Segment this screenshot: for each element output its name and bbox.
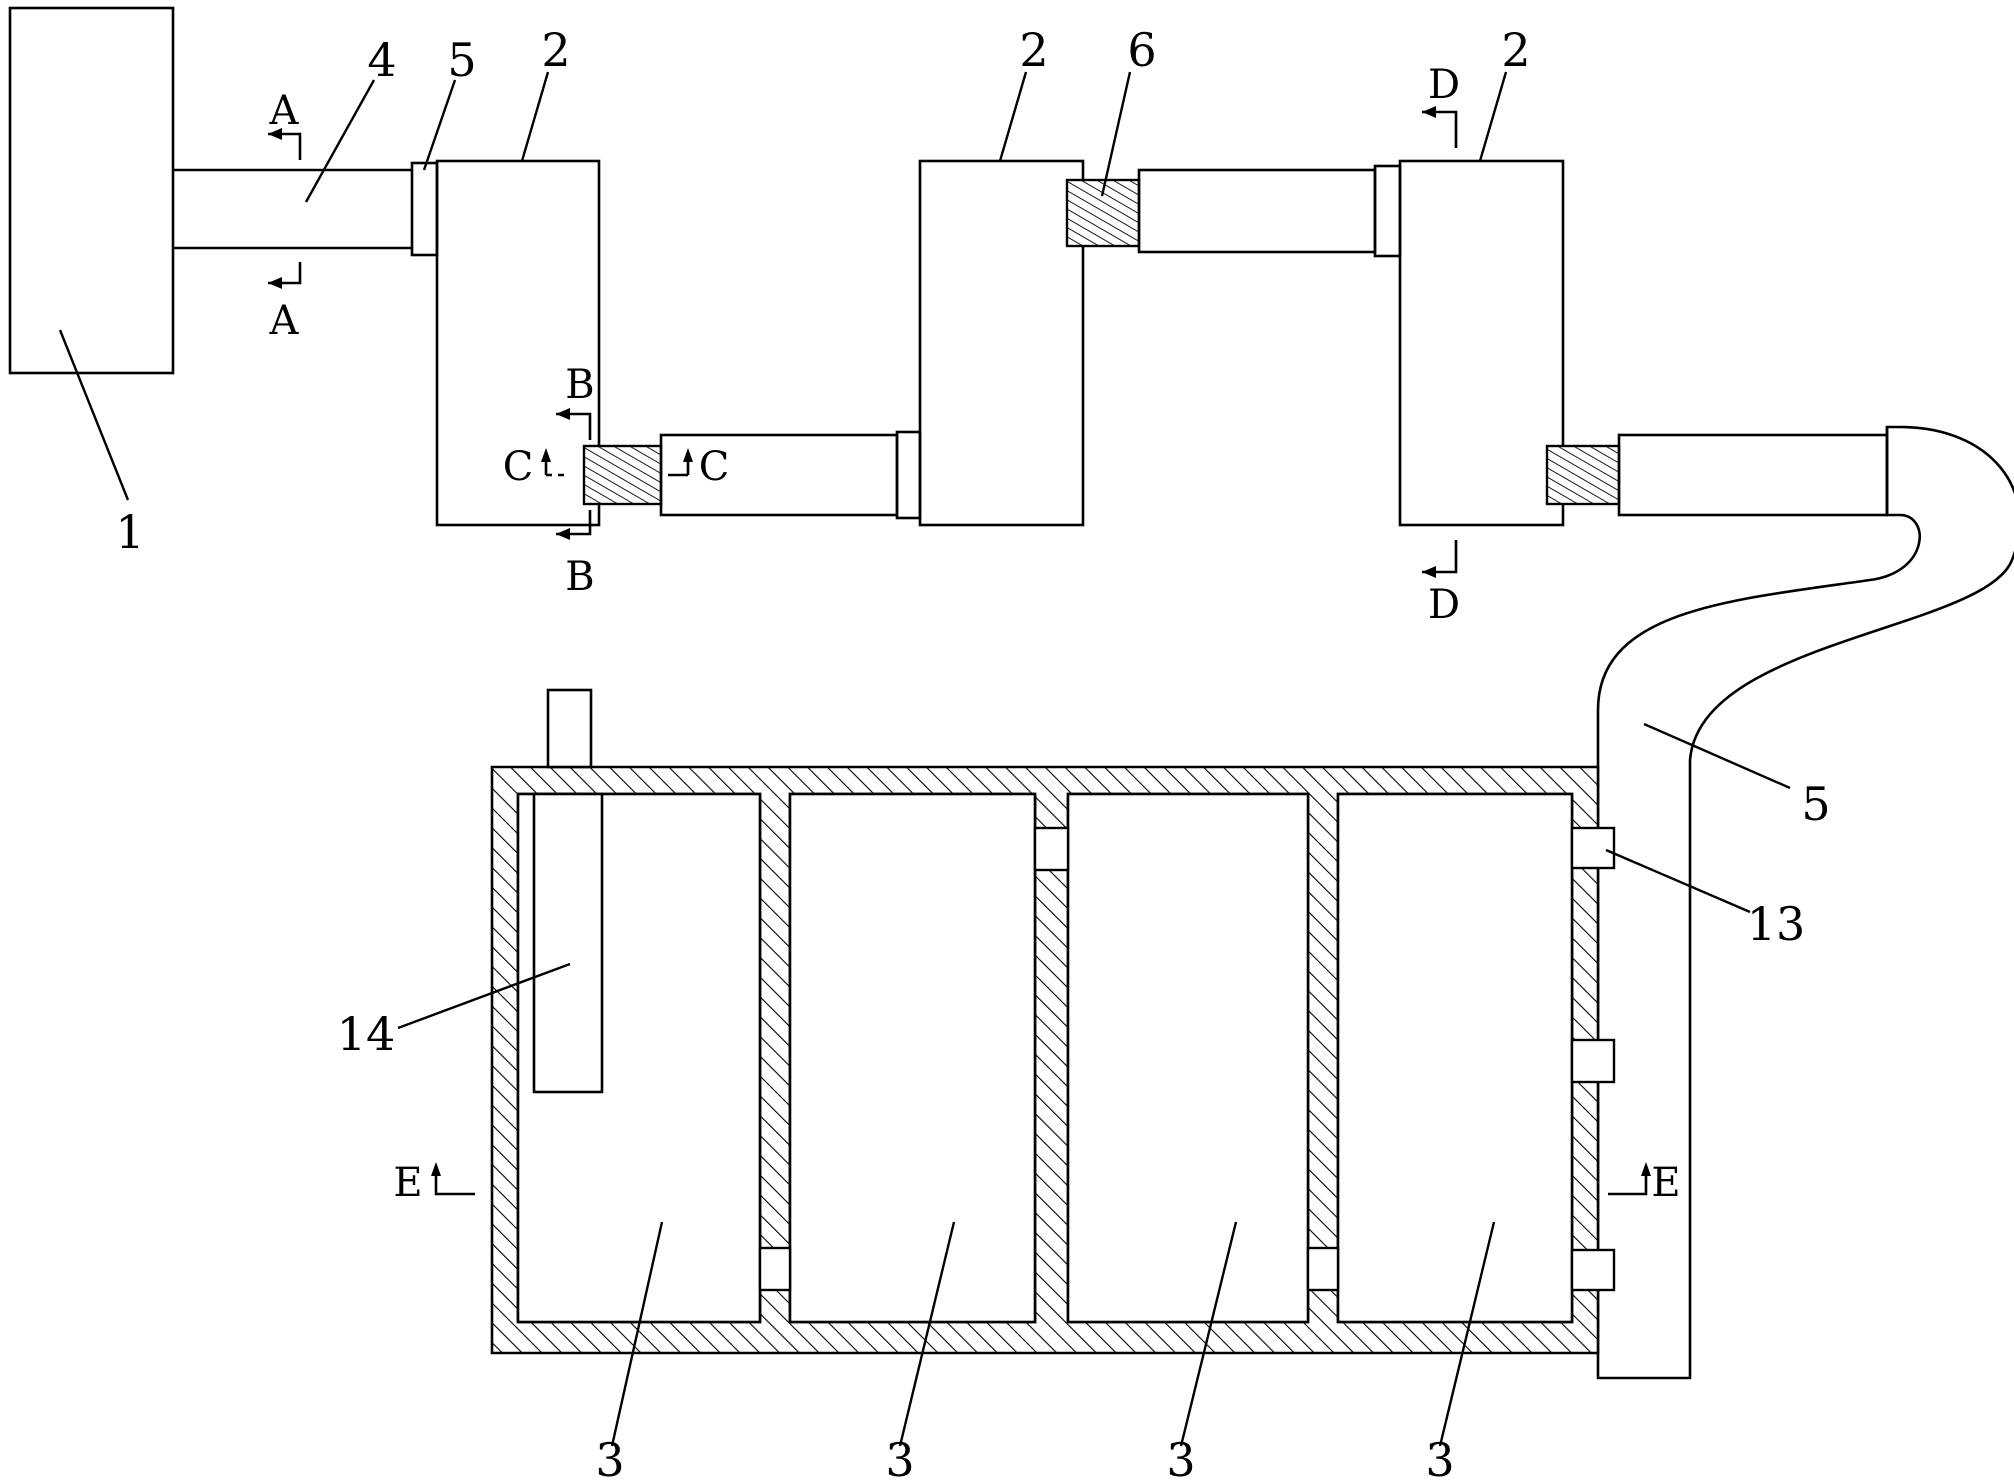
label-6: 6 bbox=[1127, 23, 1156, 77]
pipe-upper-middle bbox=[1137, 168, 1377, 254]
label-2-right: 2 bbox=[1501, 23, 1530, 77]
pipe-lower-left bbox=[659, 433, 899, 517]
leader-4 bbox=[304, 79, 376, 203]
leader-2-middle bbox=[998, 71, 1028, 162]
leader-2-right bbox=[1478, 71, 1508, 162]
section-a-top: A bbox=[269, 88, 300, 134]
leader-3-d bbox=[1438, 1221, 1496, 1447]
leader-5-top bbox=[422, 79, 457, 171]
port-13-a bbox=[1570, 826, 1616, 870]
compartment-3-c bbox=[1066, 792, 1310, 1324]
leader-6 bbox=[1100, 71, 1132, 197]
section-b-bottom: B bbox=[565, 554, 594, 600]
unit-2-middle bbox=[918, 159, 1085, 527]
section-d-top: D bbox=[1428, 62, 1460, 108]
section-c-right: C bbox=[699, 444, 730, 490]
opening-2 bbox=[1033, 826, 1070, 872]
label-2-left: 2 bbox=[541, 23, 570, 77]
label-3-d: 3 bbox=[1425, 1433, 1454, 1480]
compartment-3-d bbox=[1336, 792, 1574, 1324]
label-5-top: 5 bbox=[447, 33, 476, 87]
section-marker-c bbox=[541, 448, 693, 477]
leader-3-b bbox=[898, 1221, 956, 1447]
port-13-b bbox=[1570, 1038, 1616, 1084]
joint-lower-left bbox=[582, 444, 663, 506]
label-3-a: 3 bbox=[595, 1433, 624, 1480]
leader-1 bbox=[58, 329, 130, 501]
inner-pipe-14 bbox=[532, 792, 604, 1094]
coupling-lower-left bbox=[895, 430, 922, 520]
section-c-left: C bbox=[503, 444, 534, 490]
curved-hose-5 bbox=[1596, 425, 2014, 1380]
label-14: 14 bbox=[337, 1007, 396, 1061]
section-e-right: E bbox=[1651, 1160, 1680, 1206]
opening-1 bbox=[758, 1246, 792, 1292]
section-a-bottom: A bbox=[269, 298, 300, 344]
compartment-3-b bbox=[788, 792, 1037, 1324]
leader-5-hose bbox=[1643, 722, 1791, 790]
pipe-lower-right bbox=[1617, 433, 1889, 517]
label-3-b: 3 bbox=[885, 1433, 914, 1480]
leader-13 bbox=[1605, 848, 1751, 914]
section-e-left: E bbox=[393, 1160, 422, 1206]
label-1: 1 bbox=[115, 505, 144, 559]
coupling-5 bbox=[410, 161, 439, 257]
section-d-bottom: D bbox=[1428, 582, 1460, 628]
leader-3-c bbox=[1179, 1221, 1238, 1447]
stack-top bbox=[546, 688, 593, 769]
section-marker-e bbox=[431, 1162, 1651, 1196]
label-4: 4 bbox=[367, 33, 396, 87]
opening-3 bbox=[1306, 1246, 1340, 1292]
unit-2-right bbox=[1398, 159, 1565, 527]
leader-14 bbox=[397, 962, 571, 1030]
section-marker-d bbox=[1422, 106, 1458, 578]
device-box-1 bbox=[8, 6, 175, 375]
unit-2-left bbox=[435, 159, 601, 527]
leader-3-a bbox=[610, 1221, 664, 1447]
section-marker-a bbox=[268, 128, 302, 289]
section-b-top: B bbox=[565, 362, 594, 408]
coupling-upper-right bbox=[1373, 164, 1402, 258]
label-2-middle: 2 bbox=[1019, 23, 1048, 77]
joint-lower-right bbox=[1545, 444, 1621, 506]
port-13-c bbox=[1570, 1248, 1616, 1292]
label-3-c: 3 bbox=[1166, 1433, 1195, 1480]
label-5-hose: 5 bbox=[1801, 777, 1830, 831]
section-marker-b bbox=[556, 408, 592, 540]
leader-2-left bbox=[520, 71, 550, 162]
label-13: 13 bbox=[1747, 897, 1806, 951]
